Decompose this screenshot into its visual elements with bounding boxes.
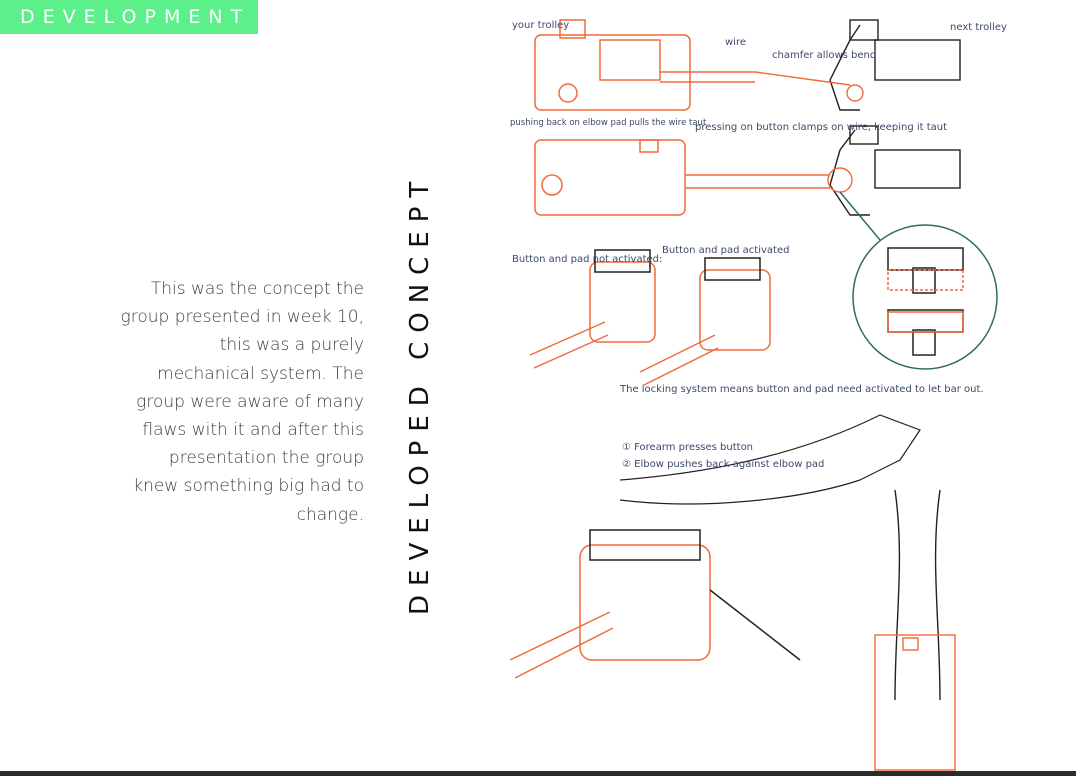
label-locking: The locking system means button and pad … — [619, 384, 984, 395]
page-title: DEVELOPED CONCEPT — [405, 172, 435, 615]
label-wire: wire — [725, 37, 746, 48]
bottom-assembly — [509, 529, 801, 679]
label-activated: Button and pad activated — [662, 245, 789, 256]
label-step2: ② Elbow pushes back against elbow pad — [622, 459, 824, 470]
section-tag: DEVELOPMENT — [0, 0, 258, 34]
label-chamfer: chamfer allows bend — [772, 50, 876, 61]
trolley-top-left — [534, 19, 755, 111]
arm-sketch — [619, 414, 921, 505]
label-not-activated: Button and pad not activated: — [512, 254, 662, 265]
trolley-mid-left — [534, 139, 830, 216]
footer-bar — [0, 771, 1076, 776]
description-text: This was the concept the group presented… — [120, 279, 364, 525]
label-pushing: pushing back on elbow pad pulls the wire… — [510, 118, 707, 128]
label-pressing: pressing on button clamps on wire, keepi… — [695, 122, 947, 133]
trolley-top-right — [754, 19, 961, 111]
label-your-trolley: your trolley — [512, 20, 569, 31]
concept-sketch: your trolley wire chamfer allows bend ne… — [509, 19, 1007, 771]
standing-arm — [874, 489, 956, 771]
label-step1: ① Forearm presses button — [622, 442, 753, 453]
label-next-trolley: next trolley — [950, 22, 1007, 33]
locking-detail — [839, 191, 998, 370]
button-pad-blocks — [529, 249, 771, 386]
